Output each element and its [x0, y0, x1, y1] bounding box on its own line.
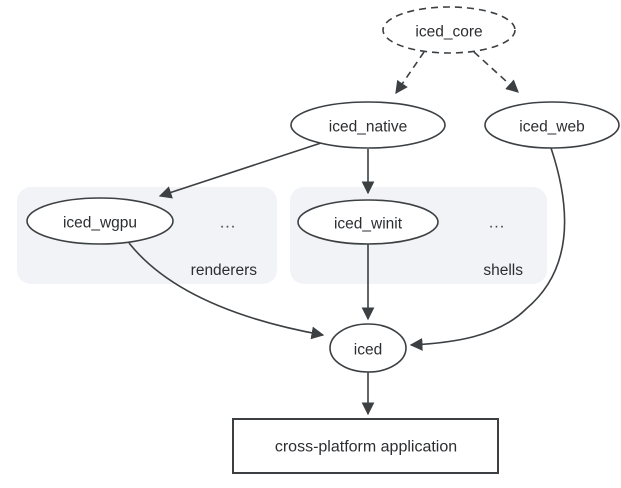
- node-iced-native-label: iced_native: [329, 118, 407, 135]
- renderers-ellipsis: ...: [220, 215, 236, 232]
- node-iced-core: [382, 6, 516, 54]
- node-iced-core-label: iced_core: [415, 23, 482, 40]
- edge-iced-wgpu-to-iced: [128, 242, 325, 340]
- node-iced-native: [290, 101, 446, 149]
- node-iced-web: [484, 101, 620, 149]
- shells-ellipsis: ...: [489, 215, 505, 232]
- node-iced-wgpu-label: iced_wgpu: [63, 214, 137, 231]
- node-iced-winit-label: iced_winit: [334, 215, 403, 232]
- edge-iced-native-to-iced-wgpu: [158, 142, 322, 199]
- node-iced-web-label: iced_web: [519, 118, 585, 135]
- node-iced-winit: [297, 199, 439, 245]
- node-iced-wgpu: [26, 197, 174, 245]
- node-iced: [329, 323, 407, 373]
- node-application-box: [232, 418, 499, 474]
- node-iced-label: iced: [354, 341, 382, 358]
- node-application-label: cross-platform application: [275, 439, 457, 456]
- edge-iced-core-to-iced-native: [395, 51, 425, 95]
- edge-iced-web-to-iced: [409, 147, 566, 351]
- edge-iced-core-to-iced-web: [473, 51, 519, 93]
- shells-group-label: shells: [483, 262, 523, 279]
- renderers-group-label: renderers: [191, 262, 258, 279]
